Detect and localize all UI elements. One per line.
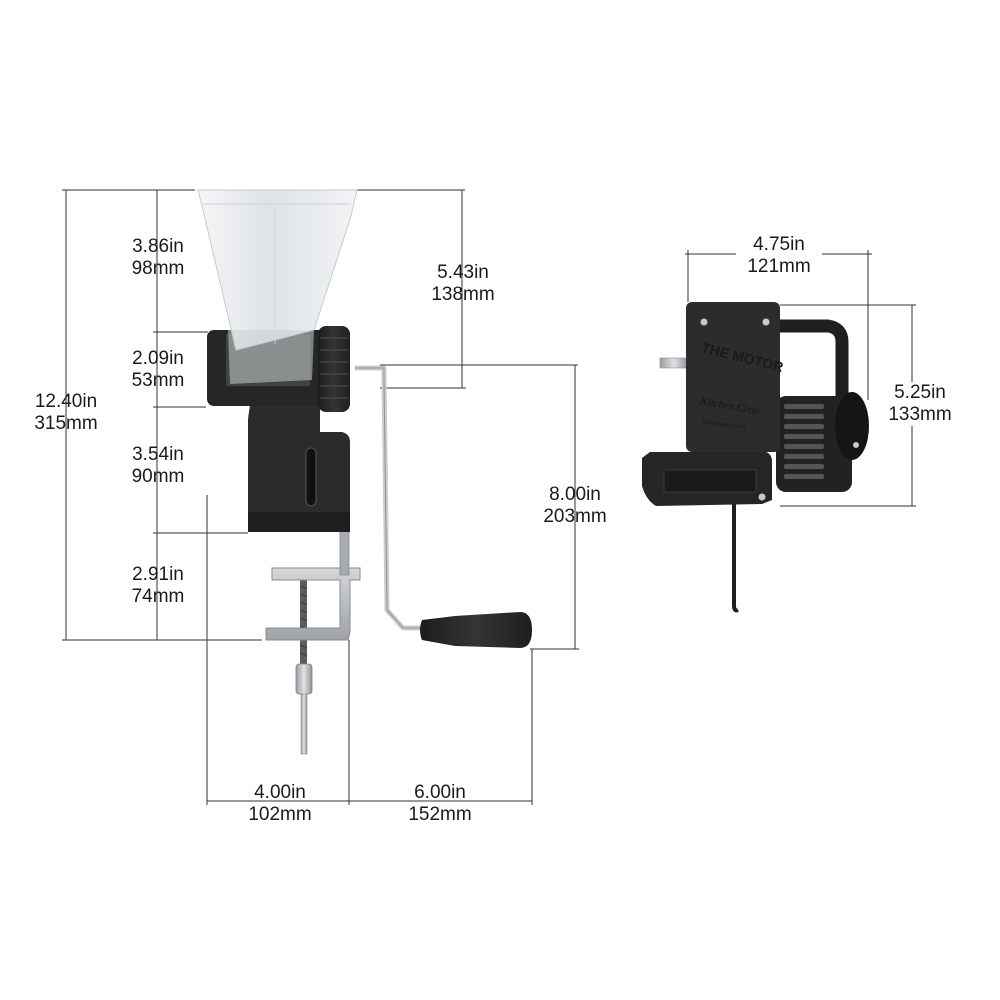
dim-motor-height: 5.25in 133mm — [876, 382, 964, 426]
dim-base-width: 4.00in 102mm — [238, 782, 322, 826]
dim-body-height-in: 3.54in — [132, 444, 184, 465]
dim-crank-reach: 6.00in 152mm — [398, 782, 482, 826]
crank-arm — [355, 365, 428, 631]
dim-motor-width-mm: 121mm — [747, 256, 811, 277]
motor — [642, 302, 869, 613]
clamp-screw-handle — [300, 693, 308, 755]
dim-clamp-height-mm: 74mm — [131, 586, 185, 607]
crank-handle — [420, 612, 532, 648]
dim-motor-width: 4.75in 121mm — [736, 234, 822, 278]
dim-hopper-height: 3.86in 98mm — [118, 236, 198, 280]
grain-mill — [197, 189, 532, 755]
dim-motor-height-mm: 133mm — [888, 404, 952, 425]
dim-head-height: 2.09in 53mm — [118, 348, 198, 392]
motor-end-cap — [835, 392, 869, 460]
motor-face-plate — [686, 302, 780, 452]
mill-body — [248, 392, 350, 532]
dim-crank-height: 8.00in 203mm — [533, 484, 617, 528]
dim-body-height-mm: 90mm — [131, 466, 185, 487]
dim-motor-height-in: 5.25in — [894, 382, 946, 403]
dim-crank-reach-mm: 152mm — [408, 804, 472, 825]
dim-clamp-height-in: 2.91in — [132, 564, 184, 585]
dim-hopper-to-crank: 5.43in 138mm — [421, 262, 505, 306]
dim-base-width-in: 4.00in — [254, 782, 306, 803]
dim-overall-height: 12.40in 315mm — [26, 391, 106, 435]
dim-crank-reach-in: 6.00in — [414, 782, 466, 803]
dim-crank-height-in: 8.00in — [549, 484, 601, 505]
dim-head-height-in: 2.09in — [132, 348, 184, 369]
dim-crank-height-mm: 203mm — [543, 506, 607, 527]
dim-head-height-mm: 53mm — [131, 370, 185, 391]
dimension-lines — [62, 189, 579, 805]
dim-motor-width-in: 4.75in — [753, 234, 805, 255]
dim-body-height: 3.54in 90mm — [118, 444, 198, 488]
adjustment-knob — [318, 326, 350, 412]
clamp-screw — [300, 578, 307, 670]
dim-hopper-height-in: 3.86in — [132, 236, 184, 257]
drive-shaft — [659, 357, 689, 369]
table-clamp — [265, 567, 361, 641]
dim-hopper-height-mm: 98mm — [131, 258, 185, 279]
dim-clamp-height: 2.91in 74mm — [118, 564, 198, 608]
dim-overall-height-in: 12.40in — [34, 391, 98, 412]
motor-label-url: VKPbrands.com — [702, 420, 746, 430]
power-cord — [732, 500, 739, 613]
dim-base-width-mm: 102mm — [248, 804, 312, 825]
dim-hopper-to-crank-mm: 138mm — [431, 284, 495, 305]
motor-handle — [778, 319, 849, 398]
dim-hopper-to-crank-in: 5.43in — [437, 262, 489, 283]
clamp-screw-knob — [295, 663, 313, 695]
dim-overall-height-mm: 315mm — [34, 413, 98, 434]
